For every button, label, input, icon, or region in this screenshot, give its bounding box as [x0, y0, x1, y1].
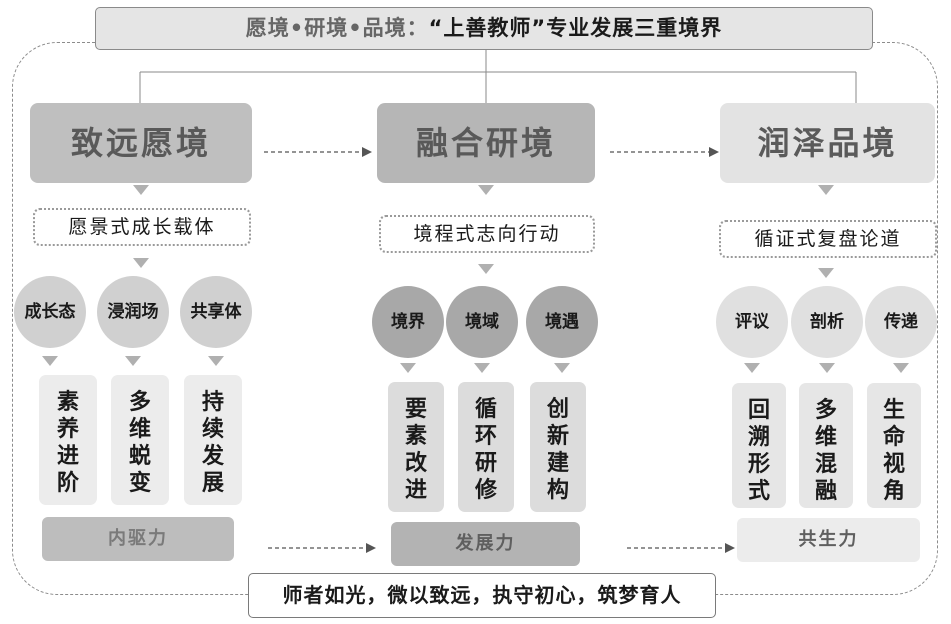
vertical-box-text: 回溯形式	[732, 397, 786, 505]
stage-box-1: 致远愿境	[30, 103, 252, 183]
vertical-box-text: 多维混融	[799, 397, 853, 505]
vertical-box-1-1: 素养进阶	[39, 375, 97, 505]
arrowhead-icon	[366, 543, 376, 553]
vertical-box-text: 创新建构	[530, 396, 586, 504]
vertical-char: 生	[882, 398, 905, 423]
title-prefix: 愿境•研境•品境：	[245, 16, 429, 40]
vertical-char: 多	[814, 398, 837, 423]
vertical-char: 进	[404, 478, 427, 503]
chevron-down-icon	[400, 363, 416, 373]
arrowhead-icon	[362, 147, 372, 157]
vertical-char: 构	[546, 478, 569, 503]
vertical-box-3-1: 回溯形式	[732, 383, 786, 508]
motto-banner: 师者如光，微以致远，执守初心，筑梦育人	[248, 573, 716, 618]
vertical-box-text: 素养进阶	[39, 389, 97, 497]
vertical-char: 溯	[747, 425, 770, 450]
chevron-down-icon	[819, 363, 835, 373]
vertical-char: 融	[814, 479, 837, 504]
circle-2-2: 境域	[446, 286, 518, 358]
vertical-char: 建	[546, 451, 569, 476]
circle-1-1: 成长态	[14, 276, 86, 348]
vertical-box-3-2: 多维混融	[799, 383, 853, 508]
circle-1-3: 共享体	[180, 276, 252, 348]
diagram-title: 愿境•研境•品境：“上善教师”专业发展三重境界	[95, 7, 873, 50]
chevron-down-icon	[818, 185, 834, 195]
stage-box-3: 润泽品境	[720, 103, 935, 183]
vertical-char: 混	[814, 452, 837, 477]
vertical-char: 素	[56, 390, 79, 415]
vertical-char: 续	[201, 417, 224, 442]
vertical-char: 命	[882, 425, 905, 450]
vertical-char: 要	[404, 397, 427, 422]
vertical-char: 循	[474, 397, 497, 422]
vertical-char: 角	[882, 479, 905, 504]
vertical-char: 视	[882, 452, 905, 477]
vertical-char: 形	[747, 452, 770, 477]
carrier-box-3: 循证式复盘论道	[719, 220, 937, 258]
vertical-char: 研	[474, 451, 497, 476]
vertical-char: 环	[474, 424, 497, 449]
vertical-char: 发	[201, 444, 224, 469]
chevron-down-icon	[478, 264, 494, 274]
circle-2-1: 境界	[372, 286, 444, 358]
vertical-char: 新	[546, 424, 569, 449]
chevron-down-icon	[125, 356, 141, 366]
vertical-char: 养	[56, 417, 79, 442]
vertical-char: 素	[404, 424, 427, 449]
chevron-down-icon	[744, 363, 760, 373]
vertical-box-1-2: 多维蜕变	[111, 375, 169, 505]
stage-box-2: 融合研境	[377, 103, 595, 183]
chevron-down-icon	[818, 268, 834, 278]
circle-3-3: 传递	[865, 286, 937, 358]
vertical-char: 阶	[56, 471, 79, 496]
vertical-char: 变	[128, 471, 151, 496]
force-box-2: 发展力	[391, 522, 580, 566]
title-main: “上善教师”专业发展三重境界	[428, 16, 723, 40]
chevron-down-icon	[893, 363, 909, 373]
vertical-char: 创	[546, 397, 569, 422]
vertical-char: 修	[474, 478, 497, 503]
circle-3-2: 剖析	[791, 286, 863, 358]
force-box-3: 共生力	[737, 518, 920, 562]
chevron-down-icon	[474, 363, 490, 373]
carrier-box-1: 愿景式成长载体	[33, 208, 251, 246]
vertical-box-text: 多维蜕变	[111, 389, 169, 497]
chevron-down-icon	[478, 185, 494, 195]
chevron-down-icon	[208, 356, 224, 366]
force-box-1: 内驱力	[42, 517, 234, 561]
vertical-box-1-3: 持续发展	[184, 375, 242, 505]
vertical-char: 式	[747, 479, 770, 504]
vertical-char: 维	[128, 417, 151, 442]
vertical-char: 持	[201, 390, 224, 415]
chevron-down-icon	[42, 356, 58, 366]
vertical-char: 维	[814, 425, 837, 450]
carrier-box-2: 境程式志向行动	[379, 215, 595, 253]
vertical-char: 回	[747, 398, 770, 423]
vertical-box-2-2: 循环研修	[458, 382, 514, 512]
vertical-box-2-3: 创新建构	[530, 382, 586, 512]
vertical-char: 蜕	[128, 444, 151, 469]
vertical-char: 进	[56, 444, 79, 469]
chevron-down-icon	[554, 363, 570, 373]
vertical-char: 多	[128, 390, 151, 415]
arrowhead-icon	[709, 147, 719, 157]
circle-3-1: 评议	[716, 286, 788, 358]
vertical-char: 展	[201, 471, 224, 496]
arrowhead-icon	[725, 543, 735, 553]
vertical-box-text: 要素改进	[388, 396, 444, 504]
circle-1-2: 浸润场	[97, 276, 169, 348]
vertical-box-2-1: 要素改进	[388, 382, 444, 512]
circle-2-3: 境遇	[526, 286, 598, 358]
vertical-box-text: 循环研修	[458, 396, 514, 504]
vertical-box-text: 持续发展	[184, 389, 242, 497]
chevron-down-icon	[133, 258, 149, 268]
chevron-down-icon	[133, 185, 149, 195]
vertical-box-text: 生命视角	[867, 397, 921, 505]
vertical-char: 改	[404, 451, 427, 476]
vertical-box-3-3: 生命视角	[867, 383, 921, 508]
